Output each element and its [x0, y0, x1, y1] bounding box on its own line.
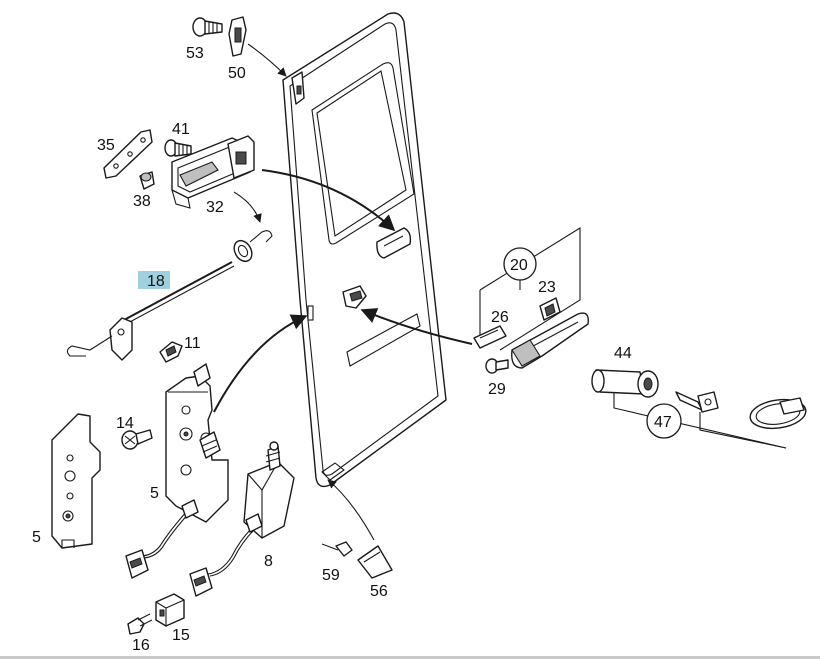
label-47: 47 — [654, 414, 672, 431]
cable-rod-18 — [66, 230, 273, 361]
label-18: 18 — [147, 273, 165, 290]
bracket-35 — [103, 129, 153, 179]
label-20: 20 — [510, 257, 528, 274]
clip-11 — [159, 341, 183, 363]
label-41: 41 — [172, 121, 190, 138]
door-stop-part — [291, 71, 305, 105]
bracket-56 — [357, 545, 393, 579]
screw-41 — [164, 139, 192, 157]
label-16: 16 — [132, 637, 150, 654]
outer-handle — [511, 312, 589, 369]
label-56: 56 — [370, 583, 388, 600]
grommet-38 — [139, 171, 155, 190]
label-38: 38 — [133, 193, 151, 210]
label-15: 15 — [172, 627, 190, 644]
highlight-18 — [138, 271, 170, 289]
latch-5-middle — [165, 363, 229, 523]
rear-door-panel — [282, 12, 447, 488]
screw-29 — [485, 358, 509, 374]
label-32: 32 — [206, 199, 224, 216]
label-14: 14 — [116, 415, 134, 432]
leader-arrows — [213, 43, 473, 541]
plate-5-left — [51, 413, 101, 549]
terminal-16 — [127, 613, 153, 635]
group-circle-20 — [503, 247, 537, 281]
clip-50 — [228, 16, 247, 57]
screw-53 — [192, 17, 223, 37]
label-11: 11 — [184, 335, 201, 352]
group-circle-47 — [646, 403, 682, 439]
gasket-23 — [539, 297, 561, 321]
label-8: 8 — [264, 553, 273, 570]
key — [675, 391, 719, 413]
handle-assembly-32 — [171, 135, 255, 209]
retaining-ring — [749, 397, 807, 430]
label-5-middle: 5 — [150, 485, 159, 502]
screw-14 — [121, 429, 153, 450]
wiring — [125, 499, 263, 597]
lock-cylinder-44 — [591, 369, 659, 398]
connector-15 — [155, 593, 185, 627]
bottom-border — [0, 656, 820, 659]
inner-handle-on-door — [376, 227, 412, 259]
label-26: 26 — [491, 309, 509, 326]
handle-mount-on-door — [342, 285, 367, 309]
label-53: 53 — [186, 45, 204, 62]
pin-59 — [321, 541, 353, 557]
label-29: 29 — [488, 381, 506, 398]
label-59: 59 — [322, 567, 340, 584]
label-5-left: 5 — [32, 529, 41, 546]
gasket-26 — [473, 325, 507, 349]
label-44: 44 — [614, 345, 632, 362]
label-50: 50 — [228, 65, 246, 82]
label-35: 35 — [97, 137, 115, 154]
label-23: 23 — [538, 279, 556, 296]
